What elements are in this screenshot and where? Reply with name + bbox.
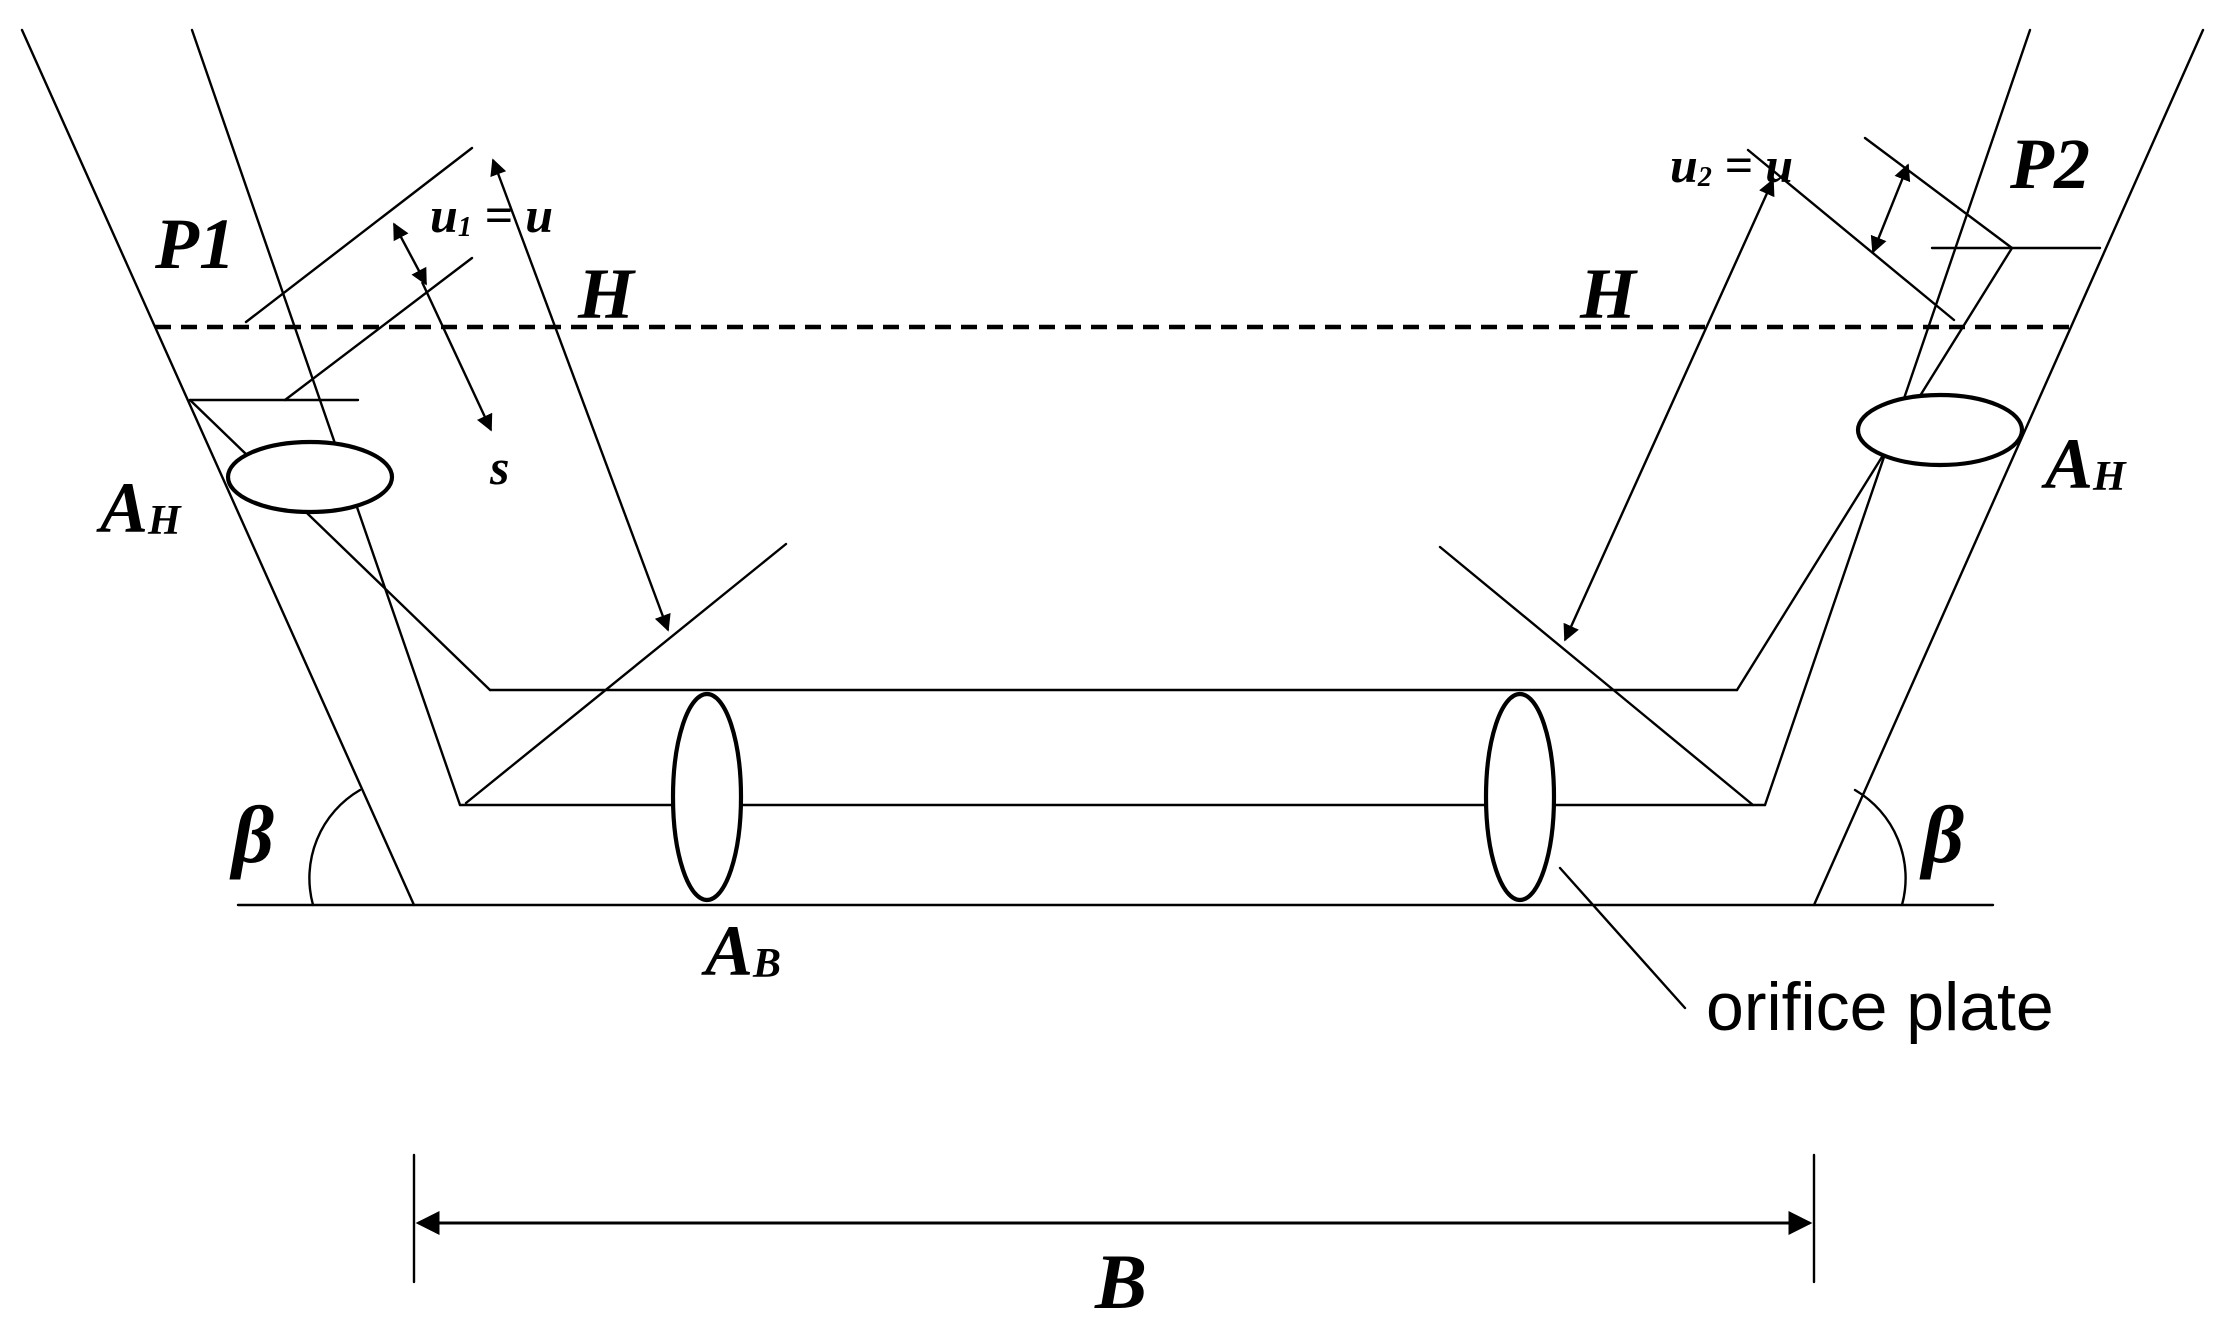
h-right-label: H [1579, 254, 1638, 334]
p2-label: P2 [2009, 124, 2090, 204]
ah-right-main: A [2041, 424, 2093, 504]
u1-equals: = u [472, 187, 553, 243]
h-left-label: H [577, 254, 636, 334]
beta-right-label: β [1919, 789, 1964, 880]
u1-label: u1 = u [430, 187, 553, 243]
u2-main: u [1670, 137, 1698, 193]
ab-subscript: B [752, 941, 781, 987]
ah-right-label: AH [2041, 424, 2127, 504]
ah-right-subscript: H [2092, 454, 2127, 500]
u1-subscript: 1 [458, 212, 472, 243]
ah-right-cross-section [1855, 392, 2025, 468]
h-arrow-right [1563, 178, 1775, 642]
angle-arc-right [1853, 788, 1907, 907]
ah-left-subscript: H [147, 498, 182, 544]
ah-left-label: AH [96, 468, 182, 548]
outer-tube-wall [20, 28, 2205, 907]
u1-arrow [392, 222, 428, 286]
beta-left-label: β [229, 789, 274, 880]
left-guide-lines [244, 146, 788, 805]
u2-subscript: 2 [1697, 162, 1712, 193]
orifice-plate-label: orifice plate [1706, 969, 2054, 1045]
orifice-plate-ellipse [1483, 691, 1557, 903]
ab-label: AB [701, 911, 781, 991]
orifice-leader-line [1558, 866, 1687, 1010]
s-arrow [420, 281, 493, 432]
p1-label: P1 [154, 204, 235, 284]
ah-left-cross-section [225, 439, 395, 515]
ab-cross-section [670, 691, 744, 903]
h-arrow-left [490, 158, 671, 632]
angle-arc-left [308, 788, 362, 907]
u2-arrow [1870, 163, 1911, 254]
s-label: s [489, 439, 509, 495]
right-guide-lines [1438, 136, 2014, 807]
b-label: B [1094, 1238, 1147, 1325]
u1-main: u [430, 187, 458, 243]
inner-tube-wall [188, 246, 2014, 692]
ah-left-main: A [96, 468, 148, 548]
ab-main: A [701, 911, 753, 991]
u2-label: u2 = u [1670, 137, 1793, 193]
u2-equals: = u [1712, 137, 1793, 193]
